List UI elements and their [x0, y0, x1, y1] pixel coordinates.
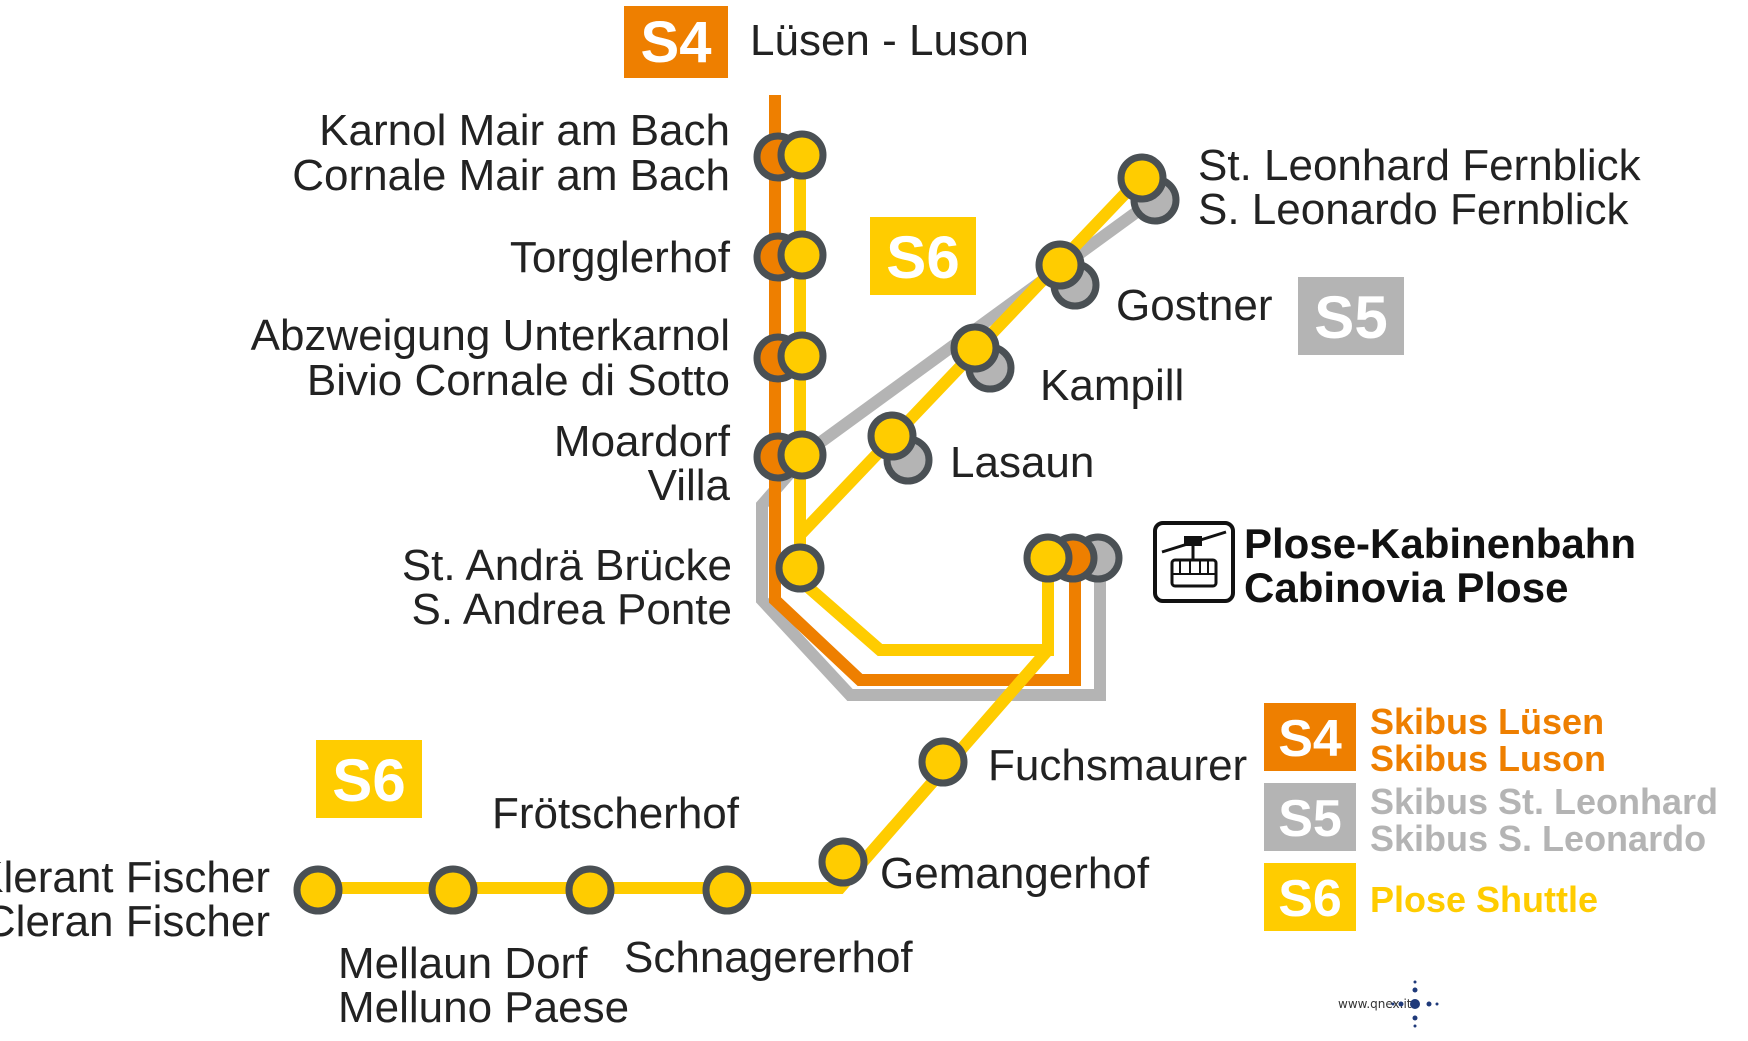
stop-klerant[interactable] — [293, 865, 343, 915]
label-fuchsmaurer: Fuchsmaurer — [988, 741, 1247, 790]
stop-fuchsmaurer[interactable] — [918, 737, 968, 787]
legend-s4-line1: Skibus Lüsen — [1370, 701, 1604, 742]
legend: S4 Skibus Lüsen Skibus Luson S5 Skibus S… — [1264, 701, 1718, 931]
legend-s5-line1: Skibus St. Leonhard — [1370, 781, 1718, 822]
qnex-logo-icon — [1391, 980, 1439, 1028]
credit-text[interactable]: www.qnex.it — [1338, 997, 1412, 1011]
legend-s6-line1: Plose Shuttle — [1370, 879, 1598, 920]
label-karnol-it: Cornale Mair am Bach — [292, 151, 730, 200]
label-karnol-de: Karnol Mair am Bach — [319, 106, 730, 155]
label-klerant-de: Klerant Fischer — [0, 853, 270, 902]
stop-plose-kabinenbahn[interactable] — [1023, 533, 1123, 583]
stop-gostner[interactable] — [1035, 240, 1100, 310]
stop-karnol[interactable] — [753, 130, 827, 182]
label-plose-de: Plose-Kabinenbahn — [1244, 520, 1636, 567]
gondola-icon — [1153, 521, 1235, 603]
label-leonhard-de: St. Leonhard Fernblick — [1198, 141, 1642, 190]
label-moardorf: Moardorf — [554, 417, 731, 466]
stop-torgglerhof[interactable] — [753, 230, 827, 282]
badge-s6-mid: S6 — [870, 217, 976, 295]
svg-text:S4: S4 — [641, 10, 712, 75]
legend-s4: S4 Skibus Lüsen Skibus Luson — [1264, 701, 1606, 779]
legend-s5-line2: Skibus S. Leonardo — [1370, 818, 1706, 859]
label-gemangerhof: Gemangerhof — [880, 849, 1150, 898]
label-abzweigung-de: Abzweigung Unterkarnol — [251, 311, 730, 360]
stop-gemangerhof[interactable] — [818, 837, 868, 887]
svg-text:S6: S6 — [332, 747, 405, 814]
svg-text:S4: S4 — [1278, 710, 1342, 768]
legend-s6: S6 Plose Shuttle — [1264, 863, 1598, 931]
label-torgglerhof: Torgglerhof — [510, 233, 731, 282]
label-gostner: Gostner — [1116, 281, 1273, 330]
legend-s4-line2: Skibus Luson — [1370, 738, 1606, 779]
label-kampill: Kampill — [1040, 361, 1184, 410]
label-lasaun: Lasaun — [950, 438, 1094, 487]
stop-abzweigung[interactable] — [753, 331, 827, 383]
legend-s5: S5 Skibus St. Leonhard Skibus S. Leonard… — [1264, 781, 1718, 859]
badge-s5-right: S5 — [1298, 277, 1404, 355]
stop-kampill[interactable] — [950, 323, 1015, 393]
label-mellaun-de: Mellaun Dorf — [338, 939, 588, 988]
stop-lasaun[interactable] — [867, 411, 933, 485]
badge-s4-top: S4 — [624, 6, 728, 78]
svg-text:S6: S6 — [1278, 870, 1342, 928]
svg-text:S5: S5 — [1278, 790, 1342, 848]
label-villa: Villa — [648, 461, 731, 510]
label-schnagererhof: Schnagererhof — [624, 933, 913, 982]
label-mellaun-it: Melluno Paese — [338, 983, 629, 1032]
badge-s6-left: S6 — [316, 740, 422, 818]
stop-mellaun[interactable] — [428, 865, 478, 915]
svg-text:S6: S6 — [886, 224, 959, 291]
label-froetscherhof: Frötscherhof — [492, 789, 740, 838]
route-s6-line-south — [315, 646, 1053, 894]
label-leonhard-it: S. Leonardo Fernblick — [1198, 185, 1629, 234]
stop-moardorf[interactable] — [753, 430, 827, 482]
stop-st-andrae[interactable] — [775, 543, 825, 593]
label-andrae-it: S. Andrea Ponte — [412, 585, 732, 634]
label-klerant-it: Cleran Fischer — [0, 897, 270, 946]
svg-text:S5: S5 — [1314, 284, 1387, 351]
top-label-luesen: Lüsen - Luson — [750, 16, 1029, 65]
stop-schnagererhof[interactable] — [702, 865, 752, 915]
label-plose-it: Cabinovia Plose — [1244, 564, 1568, 611]
route-s4-line — [769, 95, 1081, 686]
label-andrae-de: St. Andrä Brücke — [402, 541, 732, 590]
label-abzweigung-it: Bivio Cornale di Sotto — [307, 356, 730, 405]
stop-froetscherhof[interactable] — [565, 865, 615, 915]
stop-st-leonhard[interactable] — [1117, 153, 1180, 225]
